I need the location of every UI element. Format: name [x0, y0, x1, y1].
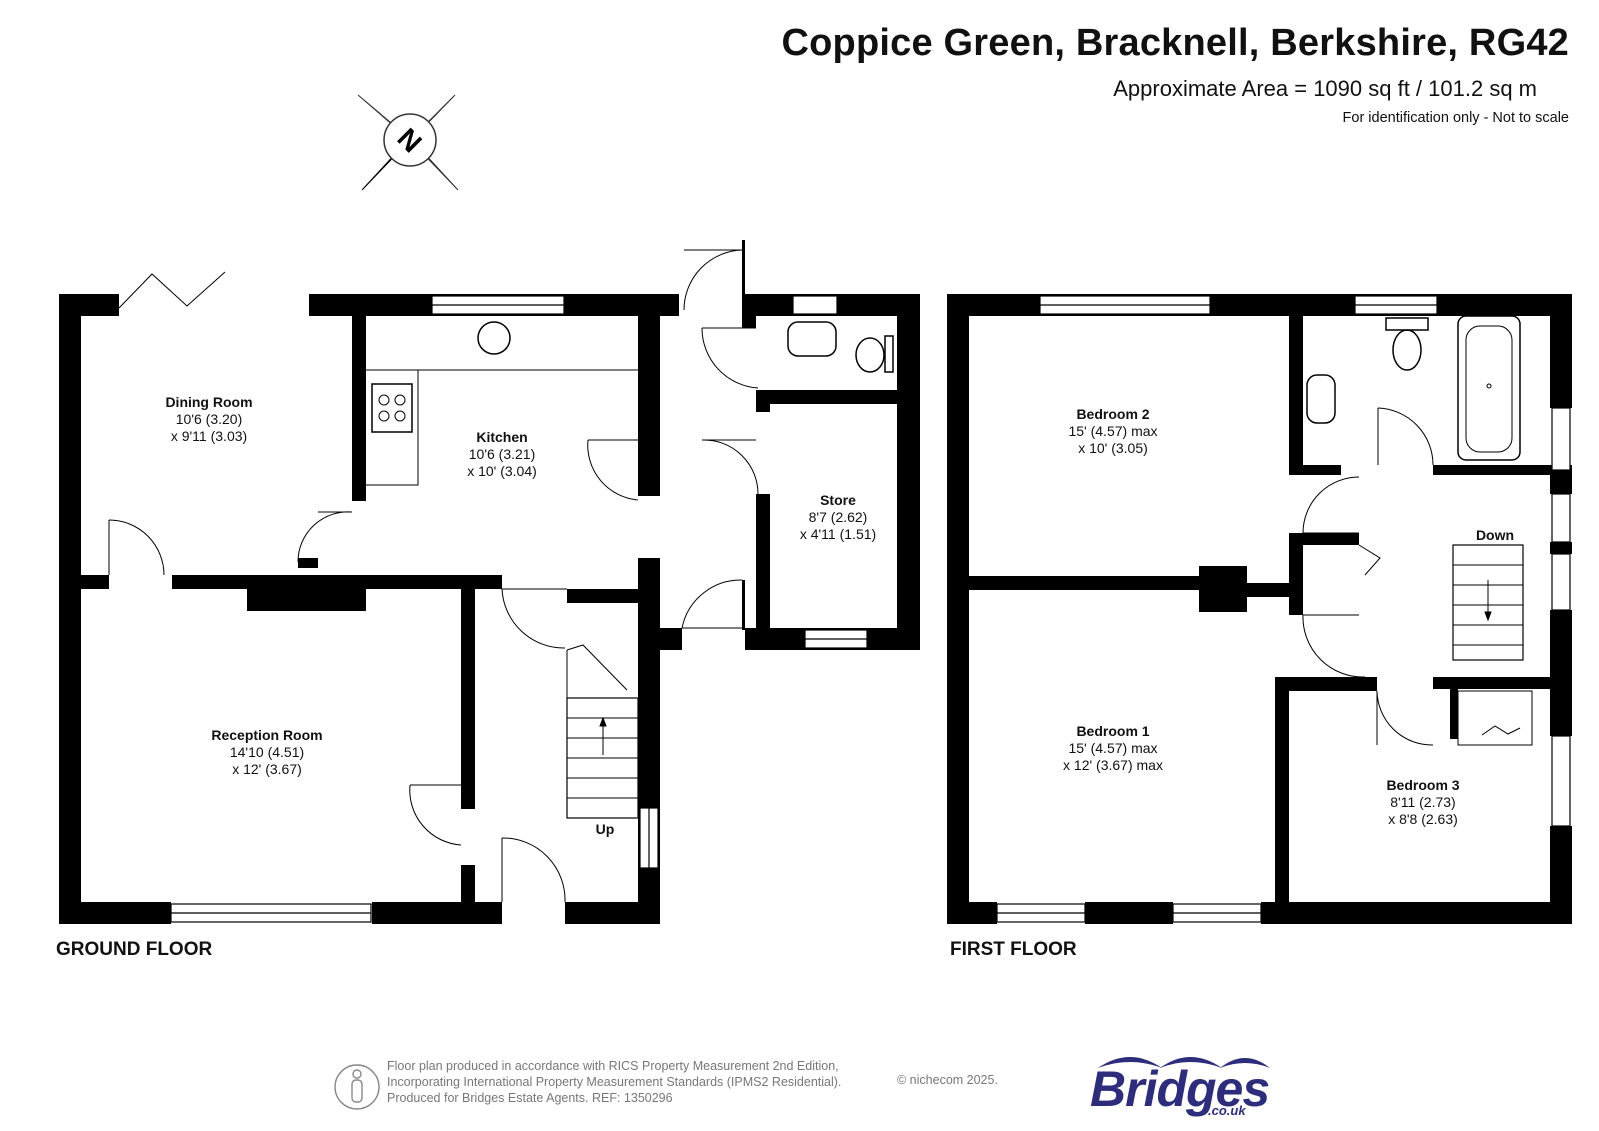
stairs-down-label: Down — [1476, 527, 1514, 543]
bedroom-3-dim2: x 8'8 (2.63) — [1388, 811, 1458, 827]
first-floor-label: FIRST FLOOR — [950, 939, 1077, 960]
bedroom-3-name: Bedroom 3 — [1386, 777, 1459, 793]
dining-room-dim1: 10'6 (3.20) — [176, 411, 243, 427]
kitchen-dim2: x 10' (3.04) — [467, 463, 537, 479]
store-dim2: x 4'11 (1.51) — [800, 526, 876, 542]
bridges-logo-domain: .co.uk — [1208, 1103, 1246, 1118]
first-floor-walls — [947, 294, 1572, 924]
store-dim1: 8'7 (2.62) — [809, 509, 868, 525]
store-name: Store — [820, 492, 856, 508]
copyright-text: © nichecom 2025. — [897, 1073, 998, 1087]
reception-room-name: Reception Room — [211, 727, 322, 743]
kitchen-dim1: 10'6 (3.21) — [469, 446, 536, 462]
first-floor-windows — [996, 295, 1571, 923]
dining-room-name: Dining Room — [165, 394, 252, 410]
footer-line-3: Produced for Bridges Estate Agents. REF:… — [387, 1091, 673, 1105]
ground-floor-walls — [59, 240, 920, 924]
bridges-logo-text: Bridges — [1090, 1061, 1270, 1117]
footer-notes: Floor plan produced in accordance with R… — [387, 1058, 841, 1106]
stairs-up-label: Up — [596, 821, 615, 837]
bedroom-2-dim1: 15' (4.57) max — [1068, 423, 1157, 439]
ground-floor-label: GROUND FLOOR — [56, 939, 212, 960]
compass-icon: N — [357, 94, 459, 191]
bedroom-1-dim2: x 12' (3.67) max — [1063, 757, 1163, 773]
property-title: Coppice Green, Bracknell, Berkshire, RG4… — [781, 22, 1569, 64]
footer-line-1: Floor plan produced in accordance with R… — [387, 1059, 839, 1073]
bedroom-1-dim1: 15' (4.57) max — [1068, 740, 1157, 756]
ground-floor-doors — [108, 249, 894, 903]
dining-room-dim2: x 9'11 (3.03) — [171, 428, 247, 444]
kitchen-name: Kitchen — [476, 429, 527, 445]
footer-line-2: Incorporating International Property Mea… — [387, 1075, 842, 1089]
bedroom-1-name: Bedroom 1 — [1076, 723, 1149, 739]
rics-person-icon — [334, 1064, 380, 1110]
scale-disclaimer: For identification only - Not to scale — [1342, 110, 1569, 126]
bedroom-2-name: Bedroom 2 — [1076, 406, 1149, 422]
ground-floor-windows — [170, 295, 868, 923]
reception-room-dim2: x 12' (3.67) — [232, 761, 302, 777]
bedroom-2-dim2: x 10' (3.05) — [1078, 440, 1148, 456]
approximate-area: Approximate Area = 1090 sq ft / 101.2 sq… — [1113, 76, 1537, 101]
bedroom-3-dim1: 8'11 (2.73) — [1390, 794, 1455, 810]
reception-room-dim1: 14'10 (4.51) — [230, 744, 304, 760]
first-floor-doors — [1302, 315, 1533, 746]
bridges-logo-arches-icon — [1098, 1057, 1270, 1068]
